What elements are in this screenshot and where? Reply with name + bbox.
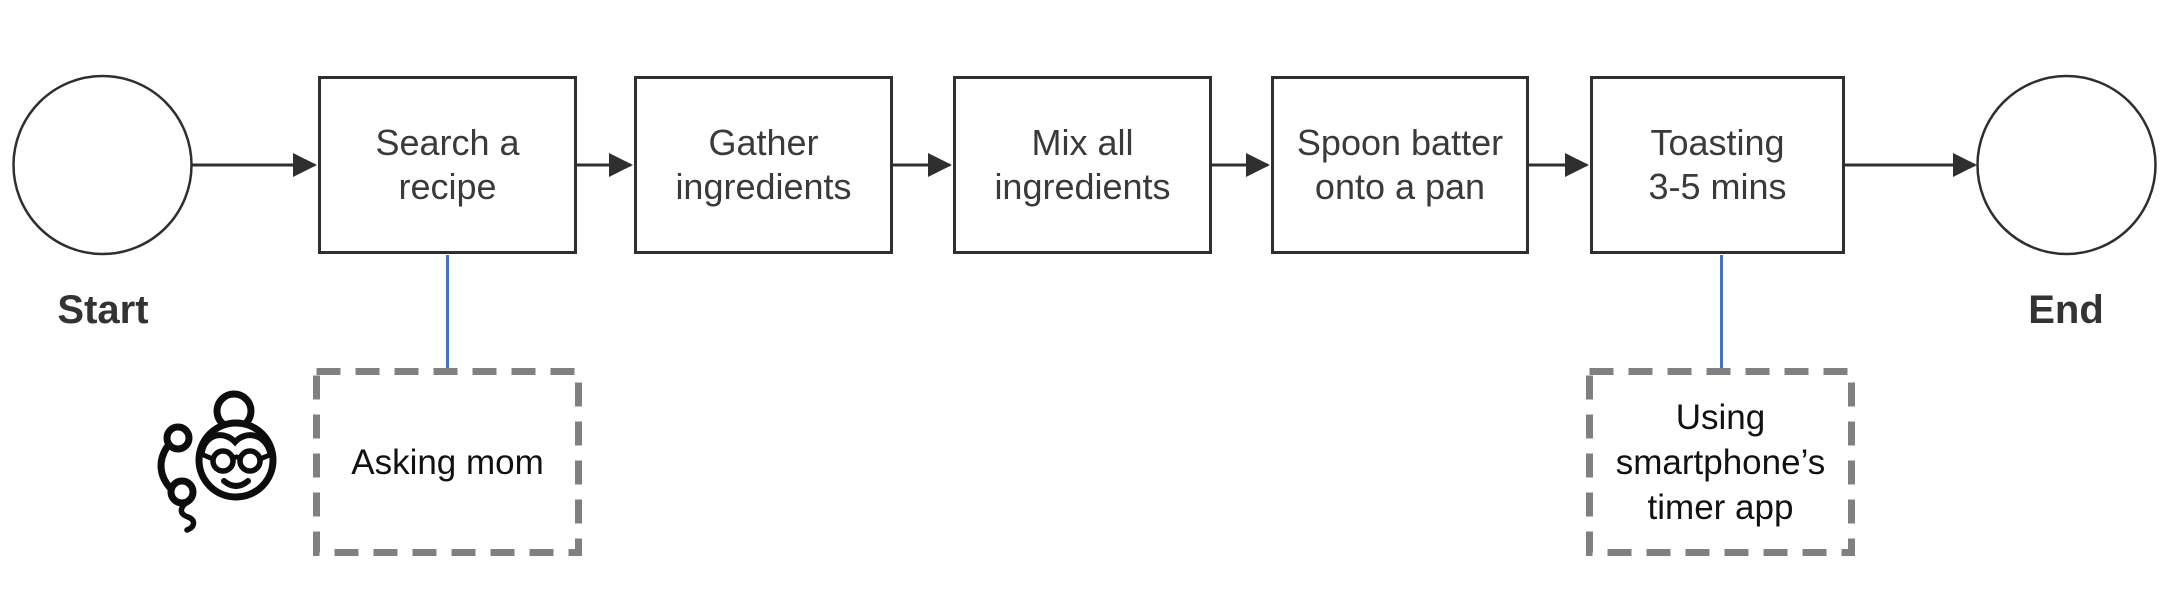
grandma-on-phone-icon bbox=[157, 390, 277, 533]
start-terminal-circle bbox=[12, 74, 193, 256]
start-label: Start bbox=[57, 288, 149, 332]
note-box-asking-mom bbox=[313, 368, 582, 556]
note-box-timer-app bbox=[1586, 368, 1855, 556]
step-label: Mix all ingredients bbox=[994, 122, 1171, 207]
step-box-toasting: Toasting 3-5 mins bbox=[1590, 76, 1845, 254]
step-box-spoon-batter: Spoon batter onto a pan bbox=[1271, 76, 1529, 254]
step-label: Gather ingredients bbox=[675, 122, 852, 207]
end-label: End bbox=[2028, 288, 2104, 332]
end-terminal-circle bbox=[1976, 74, 2157, 256]
step-label: Spoon batter onto a pan bbox=[1296, 122, 1504, 207]
note-timer-app: Using smartphone’s timer app bbox=[1596, 378, 1845, 546]
note-asking-mom: Asking mom bbox=[323, 378, 572, 546]
step-box-mix-ingredients: Mix all ingredients bbox=[953, 76, 1212, 254]
step-label: Search a recipe bbox=[375, 122, 520, 207]
step-label: Toasting 3-5 mins bbox=[1648, 122, 1787, 207]
note-label: Using smartphone’s timer app bbox=[1615, 397, 1826, 527]
step-box-search-recipe: Search a recipe bbox=[318, 76, 577, 254]
step-box-gather-ingredients: Gather ingredients bbox=[634, 76, 893, 254]
note-label: Asking mom bbox=[351, 442, 544, 482]
